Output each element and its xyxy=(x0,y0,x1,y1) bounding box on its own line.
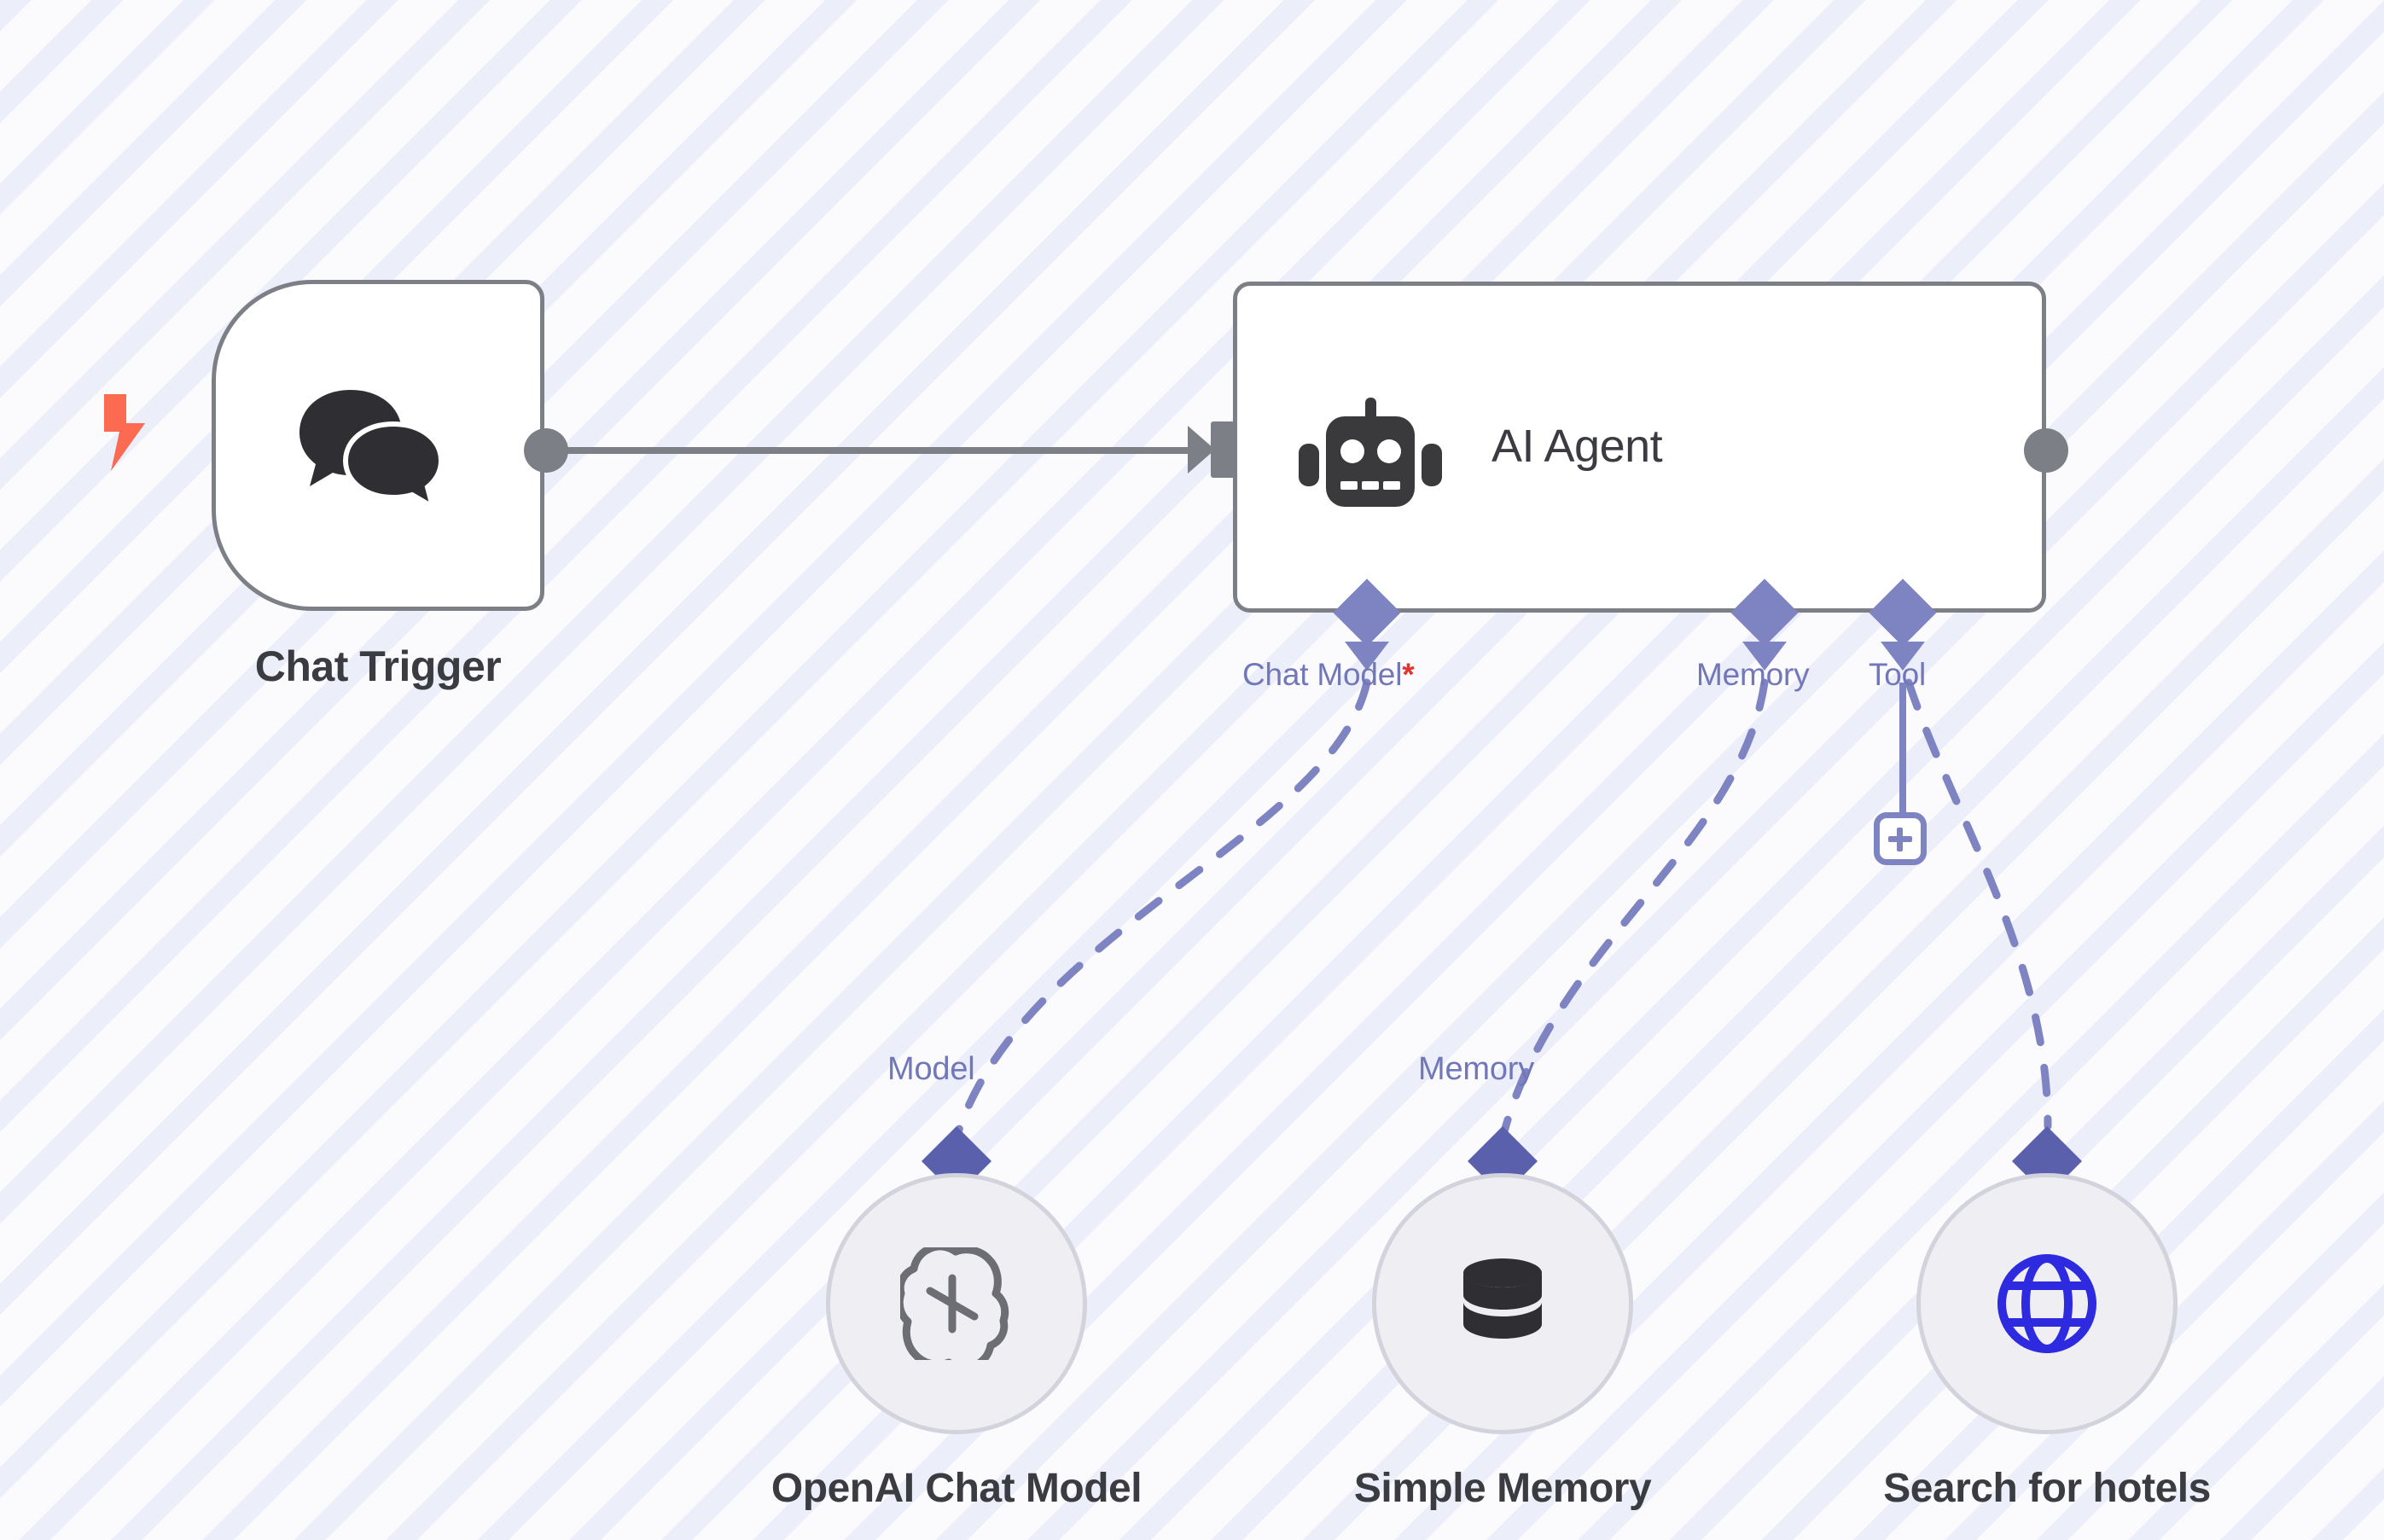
ai-agent-port-tool-stem xyxy=(1881,642,1925,671)
robot-icon xyxy=(1299,398,1442,507)
edge-chat-model xyxy=(953,678,1371,1139)
ai-agent-port-memory-stem xyxy=(1742,642,1787,671)
node-label-search-for-hotels: Search for hotels xyxy=(1883,1466,2211,1511)
node-label-openai-chat-model: OpenAI Chat Model xyxy=(770,1466,1143,1511)
ai-agent-input-port[interactable] xyxy=(1211,421,1235,478)
sub-port-label-model: Model xyxy=(887,1051,975,1087)
required-marker-chat-model: * xyxy=(1402,657,1415,692)
node-chat-trigger[interactable] xyxy=(212,280,544,611)
ai-agent-port-label-chat-model: Chat Model* xyxy=(1242,657,1415,693)
add-tool-button[interactable] xyxy=(1874,812,1927,865)
database-icon xyxy=(1446,1247,1559,1360)
chat-trigger-output-port[interactable] xyxy=(524,428,568,473)
globe-icon xyxy=(1991,1247,2103,1360)
agent-input-arrow-icon xyxy=(1188,426,1215,474)
node-label-chat-trigger: Chat Trigger xyxy=(254,642,502,690)
node-label-ai-agent: AI Agent xyxy=(1491,421,1663,472)
node-label-simple-memory: Simple Memory xyxy=(1353,1466,1652,1511)
chat-bubbles-icon xyxy=(298,386,445,514)
ai-agent-output-port[interactable] xyxy=(2024,428,2068,473)
sub-port-label-memory: Memory xyxy=(1418,1051,1535,1087)
edge-tool xyxy=(1904,678,2052,1130)
ai-agent-port-label-memory: Memory xyxy=(1696,657,1810,692)
edge-memory xyxy=(1499,678,1769,1139)
ai-agent-port-label-tool: Tool xyxy=(1869,657,1927,692)
port-label-text-chat-model: Chat Model xyxy=(1242,657,1403,692)
node-simple-memory[interactable] xyxy=(1372,1173,1633,1434)
openai-logo-icon xyxy=(895,1242,1013,1372)
ai-agent-port-chat-model-stem xyxy=(1345,642,1389,671)
lightning-bolt-icon xyxy=(101,394,148,471)
node-openai-chat-model[interactable] xyxy=(826,1173,1087,1434)
node-search-for-hotels[interactable] xyxy=(1916,1173,2178,1434)
